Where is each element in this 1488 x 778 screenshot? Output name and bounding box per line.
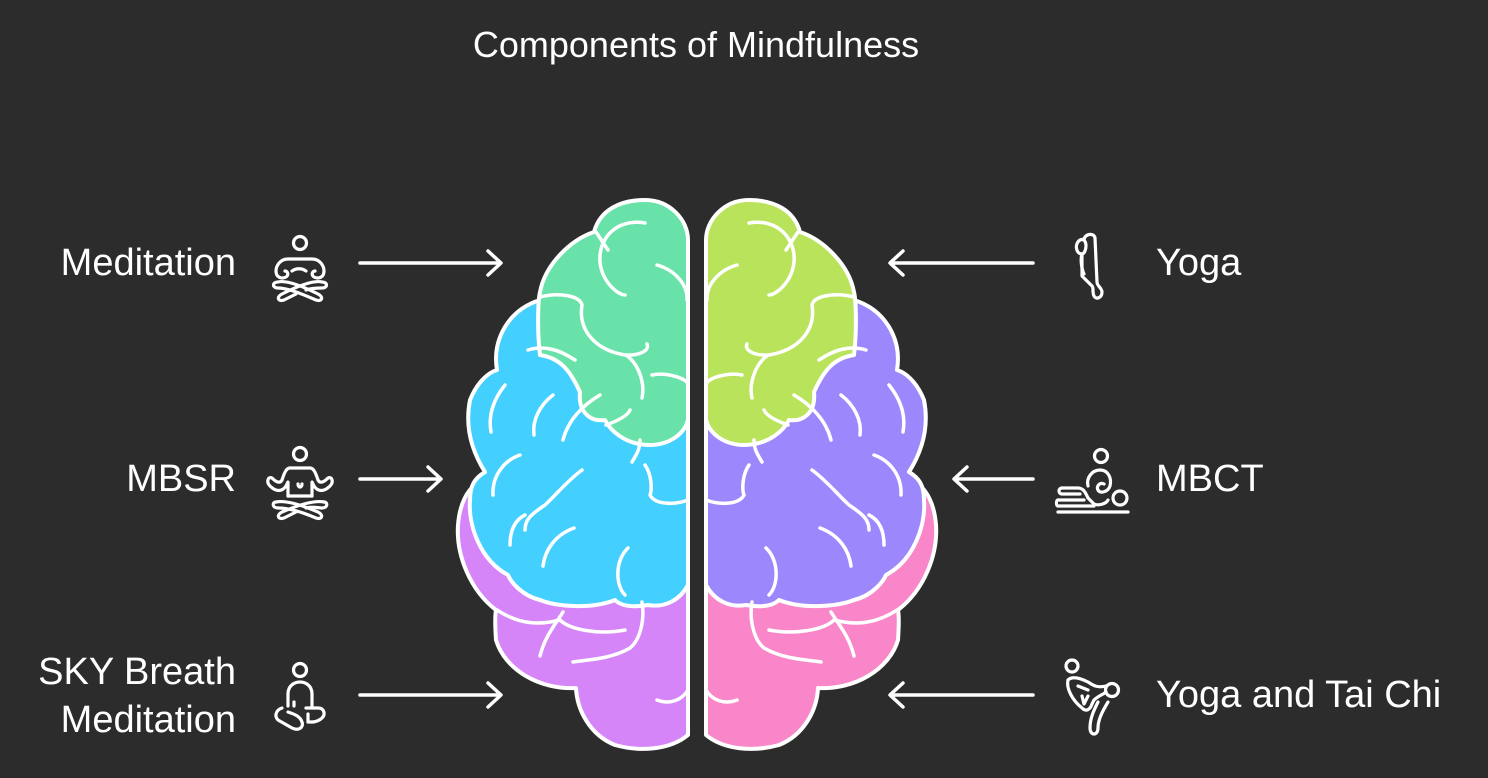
- label-sky-line1: SKY Breath: [38, 651, 236, 693]
- label-yoga: Yoga: [1156, 242, 1242, 284]
- page-title: Components of Mindfulness: [472, 24, 920, 65]
- label-meditation: Meditation: [60, 242, 236, 284]
- arrow-mbct-to-brain: [951, 464, 1035, 494]
- breathing-seated-icon: [266, 656, 336, 736]
- label-sky-breath-meditation: SKY Breath Meditation: [20, 648, 236, 744]
- arrow-sky-to-brain: [358, 680, 504, 710]
- label-mbsr: MBSR: [126, 458, 236, 500]
- arrow-yoga-to-brain: [887, 248, 1035, 278]
- meditation-lotus-arms-icon: [262, 440, 334, 521]
- therapy-reclining-icon: [1054, 442, 1130, 522]
- label-mbct: MBCT: [1156, 458, 1264, 500]
- tai-chi-kick-icon: [1058, 656, 1128, 736]
- arrow-mbsr-to-brain: [358, 464, 444, 494]
- yoga-pose-icon: [1064, 226, 1134, 306]
- arrow-taichi-to-brain: [887, 680, 1035, 710]
- meditation-sitting-icon: [266, 226, 336, 306]
- label-yoga-tai-chi: Yoga and Tai Chi: [1156, 674, 1442, 716]
- arrow-meditation-to-brain: [358, 248, 504, 278]
- label-sky-line2: Meditation: [60, 699, 236, 741]
